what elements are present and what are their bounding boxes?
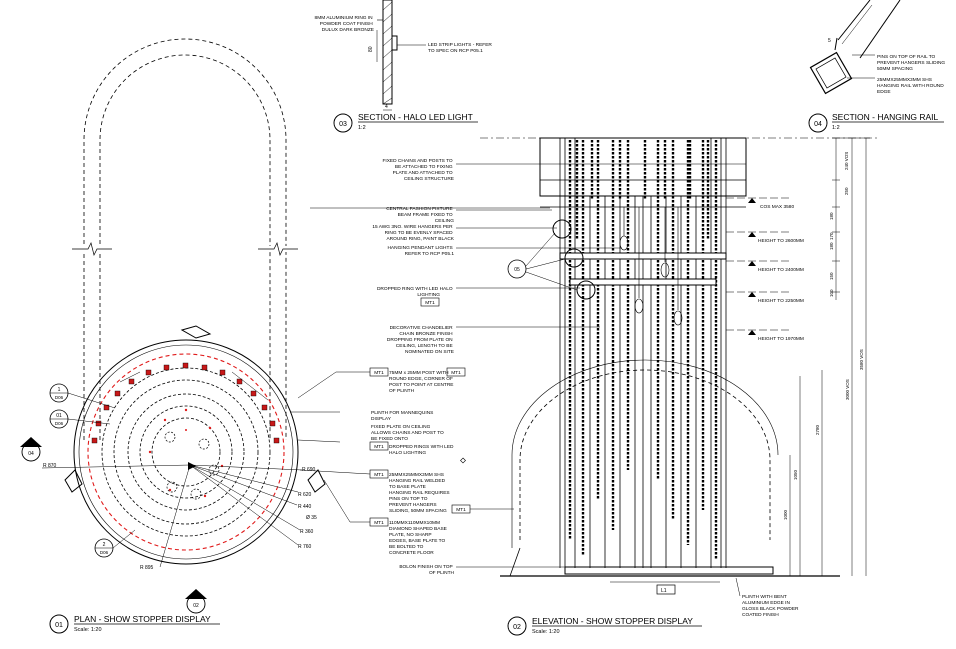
note-dropped-rings: DROPPED RINGS WITH LED HALO LIGHTING <box>389 444 455 456</box>
elev-dim-3000vos: 3000 VOS <box>845 379 850 400</box>
rail-view-number: 04 <box>814 121 822 128</box>
note-chandelier: DECORATIVE CHANDELIER CHAIN BRONZE FINIS… <box>387 325 454 355</box>
plan-drawing <box>41 38 326 568</box>
rail-dim: 5 <box>828 38 831 44</box>
level-2600: HEIGHT TO 2600MM <box>758 238 804 244</box>
detail-bubble-05[interactable]: 05 <box>507 232 578 291</box>
plan-radius-r440: R 440 <box>298 504 312 510</box>
section-marker-04[interactable]: 04 <box>20 437 42 462</box>
plan-callout-01[interactable]: 01 D06 <box>49 409 111 429</box>
note-pendant-lights: HANGING PENDANT LIGHTS REFER TO RCP P05.… <box>387 245 454 257</box>
tag-hanging-rail-mt1: MT1 <box>369 469 389 479</box>
note-fixed-plate: FIXED PLATE ON CEILING ALLOWS CHAINS AND… <box>371 424 445 442</box>
plan-callout-01-number: 01 <box>56 413 62 419</box>
plan-radius-r360: R 360 <box>300 529 314 535</box>
note-fixed-chains: FIXED CHAINS AND POSTS TO BE ATTACHED TO… <box>382 158 454 182</box>
tag-post-mt1-b-text: MT1 <box>451 370 461 376</box>
rail-pins-note: PINS ON TOP OF RAIL TO PREVENT HANGERS S… <box>877 54 947 72</box>
halo-view-title-text: SECTION - HALO LED LIGHT <box>358 112 473 122</box>
plan-callout-01-sheet: D06 <box>55 421 64 426</box>
elev-dim-170: 170 <box>829 232 834 240</box>
plan-callout-2-sheet: D06 <box>100 550 109 555</box>
elev-dim-180a: 180 <box>829 212 834 220</box>
note-base-plate: 110MMX110MMX10MM DIAMOND SHAPED BASE PLA… <box>389 520 448 556</box>
tag-hanging-rail-mt1-b: MT1 <box>451 504 471 514</box>
note-dropped-ring: DROPPED RING WITH LED HALO LIGHTING <box>377 286 454 298</box>
halo-dim-height: 80 <box>368 46 374 52</box>
rail-view-title-text: SECTION - HANGING RAIL <box>832 112 939 122</box>
plan-radius-r760: R 760 <box>298 544 312 550</box>
plan-callout-2[interactable]: 2 D06 <box>94 529 136 558</box>
level-2400: HEIGHT TO 2400MM <box>758 267 804 273</box>
plan-view-scale: Scale: 1:20 <box>74 627 102 633</box>
tag-post-mt1-text: MT1 <box>374 370 384 376</box>
plan-callout-1-sheet: D06 <box>55 395 64 400</box>
elev-dim-240vos: 240 VOS <box>844 152 849 170</box>
plan-view-number: 01 <box>55 622 63 629</box>
elev-dim-180b: 180 <box>829 242 834 250</box>
tag-hanging-rail-mt1-text: MT1 <box>374 472 384 478</box>
level-cos-max: COS MAX 3580 <box>760 204 794 210</box>
elev-dim-150: 150 <box>829 272 834 280</box>
elev-dim-2780: 2780 <box>815 424 820 435</box>
section-marker-02-label: 02 <box>193 603 199 609</box>
level-2250: HEIGHT TO 2250MM <box>758 298 804 304</box>
halo-dim-width: 4 <box>385 104 388 110</box>
rail-view-scale: 1:2 <box>832 125 840 131</box>
leader-lines <box>290 163 741 597</box>
elev-dim-1000: 1000 <box>783 509 788 520</box>
rail-section-detail <box>809 0 901 95</box>
section-marker-04-label: 04 <box>28 451 34 457</box>
plan-callout-2-number: 2 <box>103 542 106 548</box>
note-plinth-mannequins: PLINTH FOR MANNEQUINS DISPLAY <box>371 410 435 422</box>
note-plinth-edge: PLINTH WITH BENT ALUMINIUM EDGE IN GLOSS… <box>742 594 800 618</box>
plan-callout-1-number: 1 <box>58 387 61 393</box>
elev-dim-100: 100 <box>829 289 834 297</box>
elevation-view-number: 02 <box>513 624 521 631</box>
halo-section-detail <box>376 0 426 111</box>
level-1970: HEIGHT TO 1970MM <box>758 336 804 342</box>
tag-hanging-rail-mt1-b-text: MT1 <box>456 507 466 513</box>
detail-bubble-05-label: 05 <box>514 267 520 273</box>
elevation-drawing <box>480 137 880 595</box>
note-wire-hangers: 15 AWG 3NO. WIRE HANGERS PER RING TO BE … <box>372 224 454 242</box>
section-marker-02[interactable]: 02 <box>185 589 207 614</box>
elev-dim-3580vos: 3580 VOS <box>859 349 864 370</box>
floor-level-tag: L1 <box>661 588 667 594</box>
elevation-view-scale: Scale: 1:20 <box>532 629 560 635</box>
tag-post-mt1-b: MT1 <box>446 367 466 377</box>
tag-dropped-ring-mt1-text: MT1 <box>425 300 435 306</box>
diamond-marker <box>460 457 466 464</box>
plan-view-title: 01 PLAN - SHOW STOPPER DISPLAY Scale: 1:… <box>49 614 220 634</box>
halo-view-number: 03 <box>339 121 347 128</box>
elev-dim-250: 250 <box>844 187 849 195</box>
rail-view-title: 04 SECTION - HANGING RAIL 1:2 <box>808 112 944 133</box>
tag-dropped-rings-mt1: MT1 <box>369 441 389 451</box>
plan-radius-r870: R 870 <box>43 463 57 469</box>
rail-shs-note: 25MMX25MMX3MM SHS HANGING RAIL WITH ROUN… <box>877 77 945 95</box>
tag-base-plate-mt1: MT1 <box>369 517 389 527</box>
elevation-view-title: 02 ELEVATION - SHOW STOPPER DISPLAY Scal… <box>507 616 702 636</box>
plan-radius-r620: R 620 <box>298 492 312 498</box>
led-strip-note: LED STRIP LIGHTS - REFER TO SPEC ON RCP … <box>428 42 493 54</box>
plan-radius-r895: R 895 <box>140 565 154 571</box>
tag-post-mt1: MT1 <box>369 367 389 377</box>
plan-view-title-text: PLAN - SHOW STOPPER DISPLAY <box>74 614 211 624</box>
note-central-fixture: CENTRAL FASHION FIXTURE BEAM FRAME FIXED… <box>386 206 454 224</box>
plan-radius-dia35: Ø 35 <box>306 515 317 521</box>
tag-base-plate-mt1-text: MT1 <box>374 520 384 526</box>
halo-view-scale: 1:2 <box>358 125 366 131</box>
tag-dropped-rings-mt1-text: MT1 <box>374 444 384 450</box>
halo-ring-note: 8MM ALUMINIUM RING IN POWDER COAT FINISH… <box>315 15 374 33</box>
elev-dim-1050: 1050 <box>793 469 798 480</box>
halo-view-title: 03 SECTION - HALO LED LIGHT 1:2 <box>333 112 478 133</box>
tag-dropped-ring-mt1: MT1 <box>420 297 440 307</box>
note-hanging-rail: 25MMX25MMX3MM SHS HANGING RAIL WELDED TO… <box>389 472 451 514</box>
elevation-view-title-text: ELEVATION - SHOW STOPPER DISPLAY <box>532 616 693 626</box>
plan-radius-r690: R 690 <box>302 467 316 473</box>
note-post: 75MM x 25MM POST WITH ROUND EDGE, CORNER… <box>389 370 455 394</box>
plan-callout-1[interactable]: 1 D06 <box>49 383 116 409</box>
note-bolon: BOLON FINISH ON TOP OF PLINTH <box>399 564 454 576</box>
